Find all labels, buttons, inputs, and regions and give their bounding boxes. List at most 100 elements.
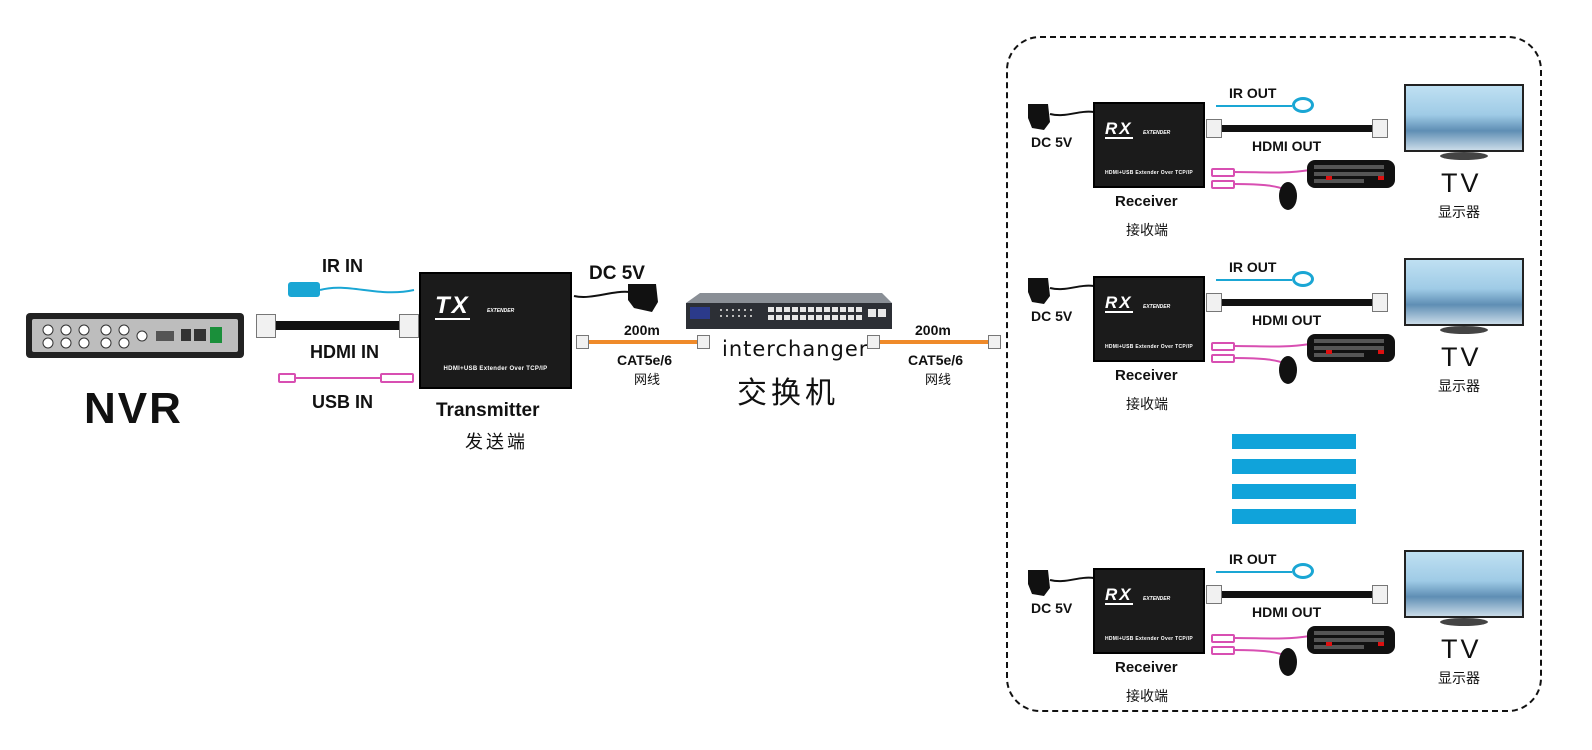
switch-label-cn: 交换机 <box>737 376 839 411</box>
network-switch-drawing <box>686 293 892 329</box>
rx3-hdmi-plug-b <box>1372 585 1388 604</box>
nvr-device <box>26 313 244 358</box>
rx3-usb-plug-1 <box>1211 634 1235 643</box>
link-left-cable-cn: 网线 <box>634 373 661 388</box>
rx1-tv-screen <box>1404 84 1524 152</box>
rx3-keyboard-icon <box>1307 626 1395 654</box>
rx1-ir-receiver <box>1292 97 1314 113</box>
nvr-connectors <box>42 324 222 349</box>
cat-left-cable <box>589 340 697 344</box>
rx3-tv-screen <box>1404 550 1524 618</box>
rx3-display-cn: 显示器 <box>1438 671 1480 687</box>
link-right-cable: CAT5e/6 <box>908 352 963 368</box>
cat-left-plug-a <box>576 335 589 349</box>
rx3-box: RX EXTENDER HDMI+USB Extender Over TCP/I… <box>1093 568 1205 654</box>
rx2-ir-receiver <box>1292 271 1314 287</box>
rx2-hdmi-plug-a <box>1206 293 1222 312</box>
receiver-group-border <box>1006 36 1542 712</box>
cat-right-plug-b <box>988 335 1001 349</box>
rx2-label: Receiver <box>1115 367 1178 384</box>
rx1-display-cn: 显示器 <box>1438 205 1480 221</box>
transmitter-box: TX EXTENDER HDMI+USB Extender Over TCP/I… <box>419 272 572 389</box>
more-receivers-stripe-2 <box>1232 459 1356 474</box>
rx2-hdmi-out-label: HDMI OUT <box>1252 312 1322 328</box>
rx1-subtitle: HDMI+USB Extender Over TCP/IP <box>1104 170 1194 176</box>
cat-left-plug-b <box>697 335 710 349</box>
rx1-badge-small: EXTENDER <box>1143 130 1171 136</box>
rx1-ir-out-label: IR OUT <box>1229 85 1277 101</box>
transmitter-badge-small: EXTENDER <box>487 308 515 314</box>
rx1-mouse-icon <box>1279 182 1297 210</box>
rx2-power-adapter <box>1028 278 1095 304</box>
rx3-tv-stand <box>1440 618 1488 626</box>
rx3-subtitle: HDMI+USB Extender Over TCP/IP <box>1104 636 1194 642</box>
rx3-power-label: DC 5V <box>1031 600 1073 616</box>
tx-power-label: DC 5V <box>589 263 645 284</box>
usb-plug-left <box>278 373 296 383</box>
ir-in-cable <box>319 286 415 294</box>
rx1-box: RX EXTENDER HDMI+USB Extender Over TCP/I… <box>1093 102 1205 188</box>
rx1-power-label: DC 5V <box>1031 134 1073 150</box>
rx3-hdmi-cable <box>1222 591 1372 598</box>
transmitter-label: Transmitter <box>436 400 540 421</box>
receiver-row-2: DC 5V RX EXTENDER HDMI+USB Extender Over… <box>0 174 1592 424</box>
rx1-hdmi-plug-a <box>1206 119 1222 138</box>
rx2-hdmi-plug-b <box>1372 293 1388 312</box>
network-switch <box>686 291 892 331</box>
rx2-usb-cables <box>1234 343 1311 365</box>
cat-right-cable <box>880 340 988 344</box>
rx1-label: Receiver <box>1115 193 1178 210</box>
rx1-power-adapter <box>1028 104 1095 130</box>
rx3-ir-receiver <box>1292 563 1314 579</box>
transmitter-badge: TX <box>435 292 470 320</box>
rx3-hdmi-plug-a <box>1206 585 1222 604</box>
rx2-ir-out-label: IR OUT <box>1229 259 1277 275</box>
rx2-display-cn: 显示器 <box>1438 379 1480 395</box>
usb-in-cable <box>296 377 380 379</box>
rx1-tv-stand <box>1440 152 1488 160</box>
rx2-hdmi-cable <box>1222 299 1372 306</box>
rx1-display-label: TV <box>1441 168 1482 198</box>
rx1-label-cn: 接收端 <box>1126 223 1168 239</box>
rx2-mouse-icon <box>1279 356 1297 384</box>
link-left-distance: 200m <box>624 322 660 338</box>
rx3-label: Receiver <box>1115 659 1178 676</box>
transmitter-label-cn: 发送端 <box>465 432 528 453</box>
link-left-cable: CAT5e/6 <box>617 352 672 368</box>
ir-in-label: IR IN <box>322 256 364 276</box>
tx-power-adapter <box>573 284 658 312</box>
rx2-badge-small: EXTENDER <box>1143 304 1171 310</box>
ir-emitter <box>288 282 320 297</box>
rx2-keyboard-icon <box>1307 334 1395 362</box>
rx1-hdmi-plug-b <box>1372 119 1388 138</box>
rx2-tv-screen <box>1404 258 1524 326</box>
rx3-ir-cable <box>1216 571 1292 573</box>
rx2-usb-plug-1 <box>1211 342 1235 351</box>
hdmi-in-label: HDMI IN <box>310 342 379 362</box>
hdmi-in-cable <box>276 321 400 330</box>
rx2-badge: RX <box>1105 293 1133 313</box>
rx2-display-label: TV <box>1441 342 1482 372</box>
rx2-subtitle: HDMI+USB Extender Over TCP/IP <box>1104 344 1194 350</box>
more-receivers-stripe-1 <box>1232 434 1356 449</box>
rx3-mouse-icon <box>1279 648 1297 676</box>
rx2-power-label: DC 5V <box>1031 308 1073 324</box>
rx2-tv-stand <box>1440 326 1488 334</box>
rx2-usb-plug-2 <box>1211 354 1235 363</box>
link-right-distance: 200m <box>915 322 951 338</box>
rx1-badge: RX <box>1105 119 1133 139</box>
rx2-box: RX EXTENDER HDMI+USB Extender Over TCP/I… <box>1093 276 1205 362</box>
hdmi-plug-left <box>256 314 276 338</box>
rx2-label-cn: 接收端 <box>1126 397 1168 413</box>
rx3-badge: RX <box>1105 585 1133 605</box>
rx1-ir-cable <box>1216 105 1292 107</box>
more-receivers-stripe-4 <box>1232 509 1356 524</box>
rx3-usb-cables <box>1234 635 1311 657</box>
more-receivers-stripe-3 <box>1232 484 1356 499</box>
rx1-hdmi-cable <box>1222 125 1372 132</box>
rx3-ir-out-label: IR OUT <box>1229 551 1277 567</box>
usb-in-label: USB IN <box>312 392 374 412</box>
usb-plug-right <box>380 373 414 383</box>
nvr-label: NVR <box>84 384 183 433</box>
cat-right-plug-a <box>867 335 880 349</box>
